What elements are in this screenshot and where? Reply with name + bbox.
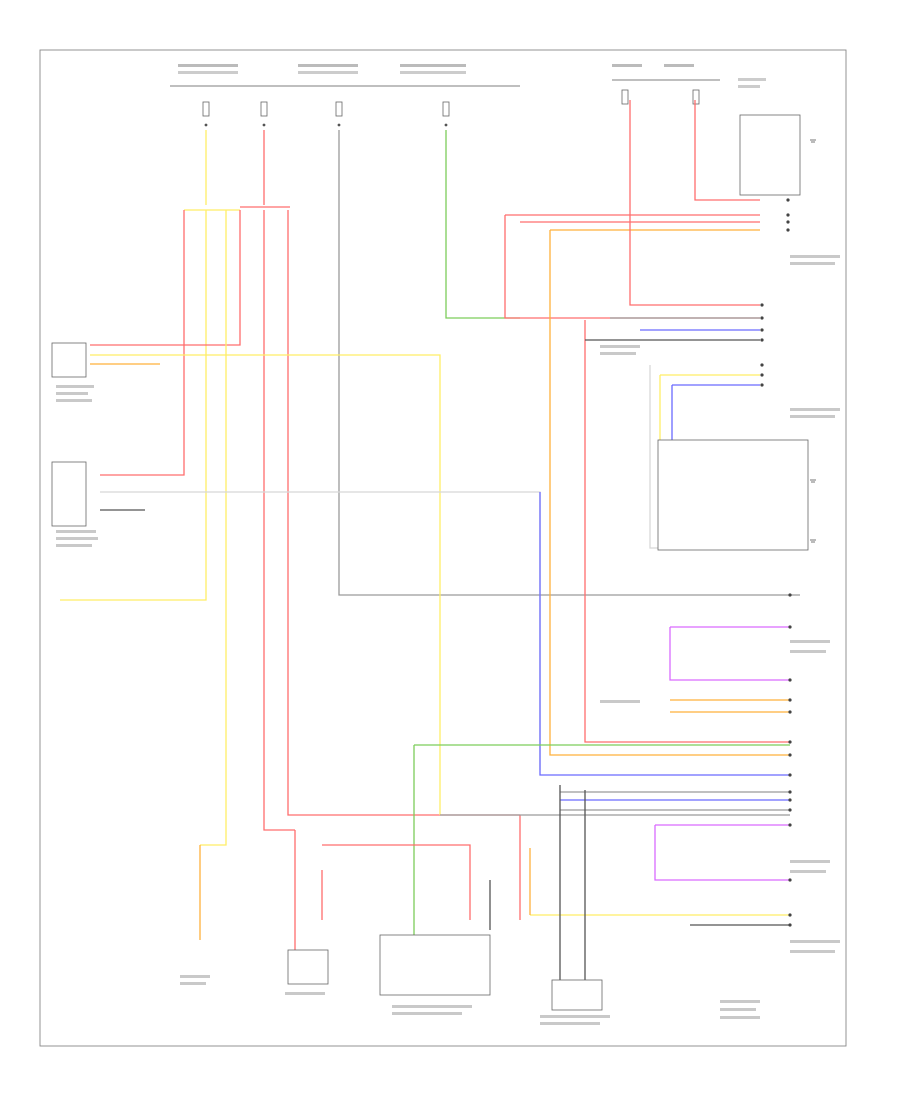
fuse-icon	[260, 101, 268, 127]
pump-box-bottom	[287, 949, 329, 985]
sensor-box-left-top	[51, 342, 87, 378]
wires	[60, 100, 800, 980]
fuse-icon	[692, 89, 700, 105]
fuse-icon	[442, 101, 450, 127]
fuse-icon	[621, 89, 629, 105]
module-box-right	[657, 439, 809, 551]
page-frame	[39, 49, 847, 1047]
relay-module-bottom	[379, 934, 491, 996]
power-bus-top	[170, 64, 766, 88]
sensor-box-left-mid	[51, 461, 87, 527]
ground-icon	[810, 139, 816, 543]
fuse-icon	[335, 101, 343, 127]
components	[51, 114, 809, 1011]
sensor-box-bottom	[551, 979, 603, 1011]
connector-pins	[760, 198, 792, 927]
illegible-labels	[56, 255, 840, 1025]
fuse-group	[202, 89, 700, 127]
fuse-icon	[202, 101, 210, 127]
relay-box-top-right	[739, 114, 801, 196]
